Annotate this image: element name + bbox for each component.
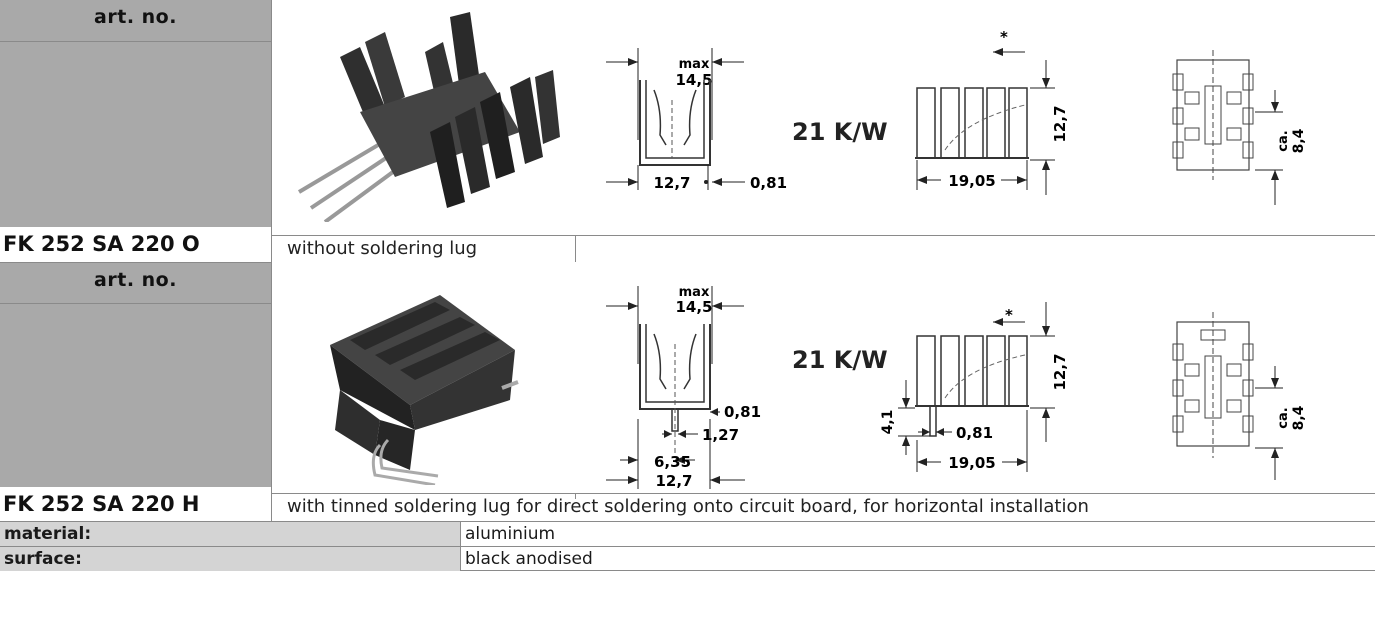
art-number: FK 252 SA 220 H: [3, 492, 200, 516]
divider: [460, 521, 461, 571]
product-description: with tinned soldering lug for direct sol…: [287, 496, 1089, 517]
product-description-row: without soldering lug: [271, 235, 1375, 262]
width-value: 12,7: [653, 174, 690, 192]
lug-thickness-value: 0,81: [956, 424, 993, 442]
art-no-header: art. no.: [0, 262, 271, 304]
property-value: aluminium: [465, 524, 556, 544]
property-row-surface: surface: black anodised: [0, 546, 1375, 571]
max-label: max: [679, 285, 710, 300]
max-width-value: 14,5: [675, 298, 712, 316]
length-value: 19,05: [948, 454, 995, 472]
front-view-drawing: max 14,5 12,7 0,81: [606, 48, 787, 192]
side-view-drawing: * 12,7 4,1 0,81 19,05: [880, 302, 1069, 472]
divider: [271, 0, 272, 262]
thermal-resistance: 21 K/W: [792, 346, 888, 374]
lug-offset-value: 6,35: [654, 453, 691, 471]
lug-height-value: 4,1: [880, 410, 896, 435]
art-number-cell: FK 252 SA 220 O: [0, 227, 271, 260]
pitch-value: 8,4: [1291, 405, 1307, 430]
art-no-cell: [0, 42, 271, 227]
hole-pattern-drawing: ca. 8,4: [1172, 312, 1307, 480]
art-number: FK 252 SA 220 O: [3, 232, 200, 256]
art-no-cell: [0, 304, 271, 487]
product-description: without soldering lug: [287, 238, 478, 259]
art-no-header: art. no.: [0, 0, 271, 42]
hole-pattern-drawing: ca. 8,4: [1172, 50, 1307, 205]
property-row-material: material: aluminium: [0, 521, 1375, 546]
ca-label: ca.: [1276, 130, 1291, 151]
thickness-value: 0,81: [750, 174, 787, 192]
lug-width-value: 1,27: [702, 426, 739, 444]
property-value: black anodised: [465, 549, 593, 569]
star-mark: *: [1000, 28, 1008, 46]
art-no-label: art. no.: [94, 269, 177, 291]
art-number-cell: FK 252 SA 220 H: [0, 487, 271, 521]
ca-label: ca.: [1276, 407, 1291, 428]
height-value: 12,7: [1051, 105, 1069, 142]
product-description-row: with tinned soldering lug for direct sol…: [271, 493, 1375, 521]
max-label: max: [679, 57, 710, 72]
art-no-label: art. no.: [94, 6, 177, 28]
length-value: 19,05: [948, 172, 995, 190]
divider: [575, 235, 576, 262]
side-view-drawing: * 12,7 19,05: [915, 28, 1069, 195]
divider: [271, 262, 272, 521]
star-mark: *: [1005, 306, 1013, 324]
pitch-value: 8,4: [1291, 128, 1307, 153]
thickness-value: 0,81: [724, 403, 761, 421]
property-label: surface:: [0, 547, 460, 571]
product-photo: [297, 12, 560, 222]
width-value: 12,7: [655, 472, 692, 490]
max-width-value: 14,5: [675, 71, 712, 89]
property-label: material:: [0, 522, 460, 546]
thermal-resistance: 21 K/W: [792, 118, 888, 146]
front-view-drawing: max 14,5 0,81 1,27 6,35 12,7: [606, 285, 761, 490]
height-value: 12,7: [1051, 353, 1069, 390]
divider: [575, 493, 576, 499]
product-photo: [330, 295, 519, 485]
